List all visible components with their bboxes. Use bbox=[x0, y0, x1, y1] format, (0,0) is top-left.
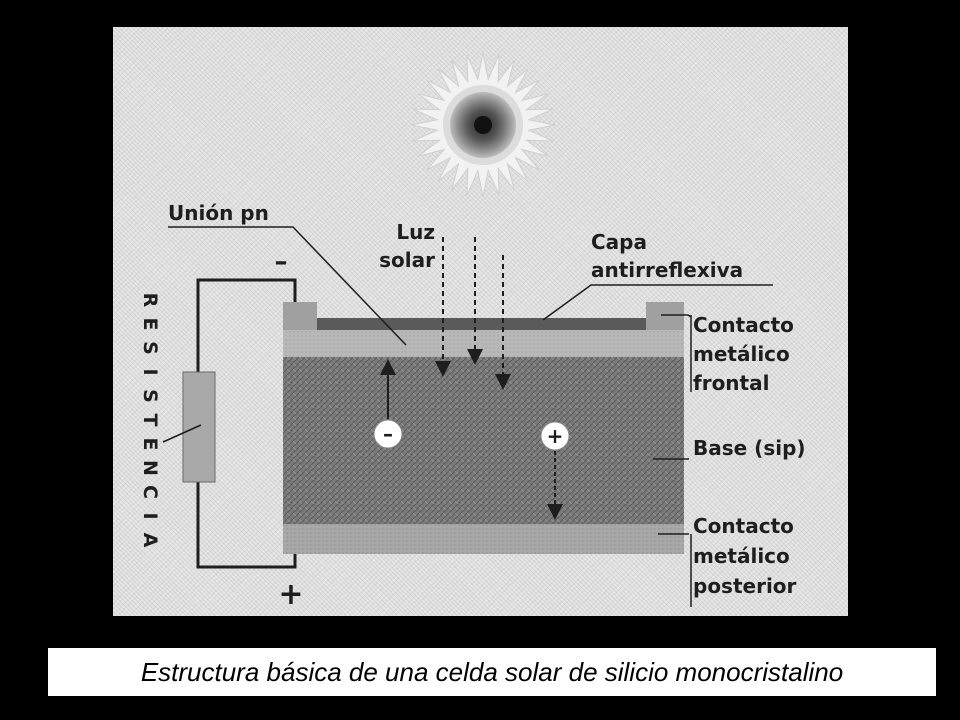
front-contact-right bbox=[646, 302, 684, 330]
resistencia-letter: A bbox=[139, 533, 161, 548]
electron-symbol: – bbox=[383, 422, 393, 446]
label-luz-line1: Luz bbox=[396, 220, 435, 244]
label-contacto-posterior-line3: posterior bbox=[693, 574, 797, 598]
resistencia-letter: R bbox=[139, 293, 161, 308]
leader-contacto-frontal bbox=[661, 314, 692, 318]
resistencia-letter: N bbox=[139, 460, 161, 476]
diagram-canvas: – + Unión pn Luz solar Capa antirreflexi… bbox=[139, 52, 806, 612]
circuit-wire bbox=[196, 278, 297, 569]
label-contacto-frontal-line2: metálico bbox=[693, 342, 790, 366]
resistencia-letter: C bbox=[139, 485, 161, 499]
caption-text: Estructura básica de una celda solar de … bbox=[140, 656, 844, 687]
label-capa-line1: Capa bbox=[591, 230, 647, 254]
sun-icon bbox=[410, 52, 556, 198]
label-union-pn: Unión pn bbox=[168, 201, 269, 225]
label-contacto-frontal-line3: frontal bbox=[693, 371, 769, 395]
resistor-pointer bbox=[162, 424, 202, 443]
electron-icon bbox=[373, 419, 403, 449]
label-capa-line2: antirreflexiva bbox=[591, 258, 743, 282]
solar-cell-diagram: – + Unión pn Luz solar Capa antirreflexi… bbox=[113, 27, 848, 616]
sunlight-rays bbox=[435, 237, 511, 390]
terminal-plus: + bbox=[278, 577, 303, 612]
back-contact-layer bbox=[283, 524, 684, 554]
resistor bbox=[182, 371, 216, 483]
base-layer bbox=[283, 357, 684, 524]
caption-box: Estructura básica de una celda solar de … bbox=[48, 648, 936, 696]
terminal-minus: – bbox=[275, 247, 288, 277]
hole-symbol: + bbox=[547, 424, 564, 448]
resistencia-letter: I bbox=[139, 368, 161, 375]
anti-reflective-layer bbox=[313, 318, 648, 330]
label-luz-line2: solar bbox=[379, 248, 435, 272]
resistencia-letter: S bbox=[139, 341, 161, 355]
resistencia-letter: T bbox=[139, 414, 161, 427]
n-type-layer bbox=[283, 330, 684, 357]
hole-icon bbox=[540, 421, 570, 451]
resistencia-letter: S bbox=[139, 389, 161, 403]
label-contacto-posterior-line2: metálico bbox=[693, 544, 790, 568]
front-contact-left bbox=[283, 302, 317, 330]
resistencia-letter: E bbox=[139, 438, 161, 451]
label-contacto-posterior-line1: Contacto bbox=[693, 514, 794, 538]
label-base: Base (sip) bbox=[693, 436, 806, 460]
label-contacto-frontal-line1: Contacto bbox=[693, 313, 794, 337]
leader-union-pn bbox=[168, 226, 407, 346]
resistencia-letter: I bbox=[139, 512, 161, 519]
resistencia-letter: E bbox=[139, 318, 161, 331]
leader-capa bbox=[542, 284, 773, 321]
